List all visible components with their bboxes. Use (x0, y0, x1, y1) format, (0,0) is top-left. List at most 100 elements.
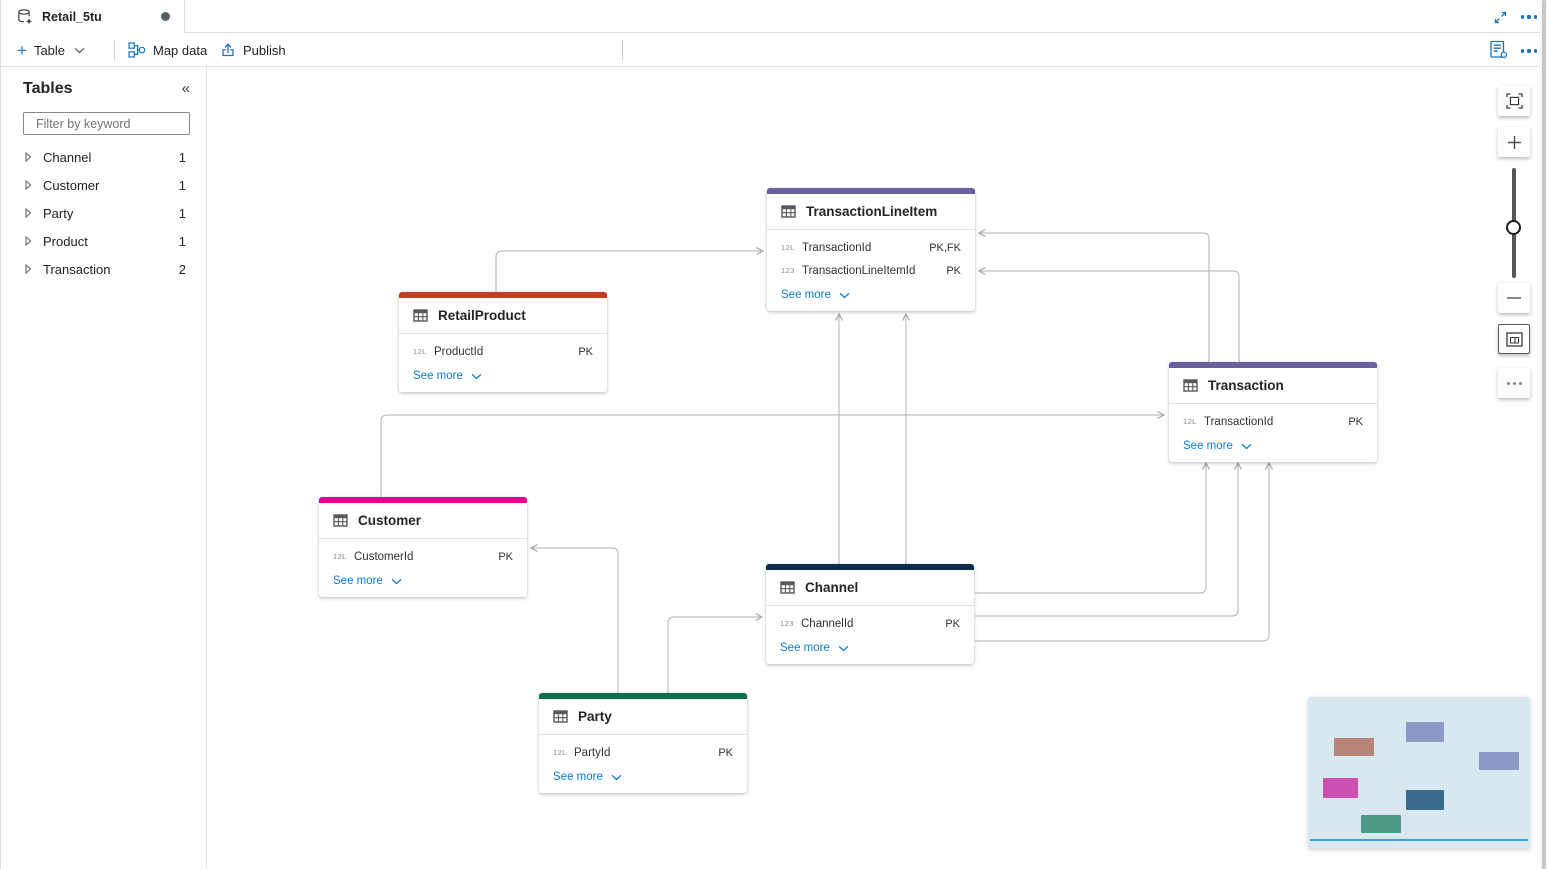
view-options-icon[interactable] (1487, 39, 1511, 61)
entity-party[interactable]: Party 12L PartyId PK See more (539, 693, 747, 793)
see-more-link[interactable]: See more (319, 568, 527, 594)
minimap[interactable] (1308, 697, 1530, 848)
table-grid-icon (553, 710, 568, 723)
sidebar-item-customer[interactable]: Customer 1 (1, 171, 206, 199)
key-badge: PK (945, 617, 960, 630)
sidebar-item-transaction[interactable]: Transaction 2 (1, 255, 206, 283)
entity-customer[interactable]: Customer 12L CustomerId PK See more (319, 497, 527, 597)
new-table-button[interactable]: + Table (17, 33, 85, 67)
collapse-double-chevron-icon[interactable]: « (181, 80, 190, 97)
tree-expand-chevron-icon[interactable] (25, 208, 39, 218)
entity-color-bar (1169, 362, 1377, 368)
bigint-type-icon: 12L (781, 243, 795, 252)
entity-title: Customer (358, 513, 422, 528)
tab-retail-5tu[interactable]: Retail_5tu (1, 0, 185, 33)
entity-title: Transaction (1208, 378, 1284, 393)
publish-label: Publish (243, 42, 286, 58)
bigint-type-icon: 12L (333, 552, 347, 561)
connector-transaction-transactionlineitem-2[interactable] (977, 266, 1240, 362)
tree-expand-chevron-icon[interactable] (25, 180, 39, 190)
vertical-scrollbar[interactable] (1540, 0, 1547, 869)
entity-color-bar (539, 693, 747, 699)
map-data-label: Map data (153, 42, 208, 58)
tree-item-label: Customer (43, 177, 100, 193)
see-more-label: See more (413, 370, 463, 382)
minimap-toggle-button[interactable] (1498, 324, 1530, 354)
entity-color-bar (767, 188, 975, 194)
see-more-link[interactable]: See more (539, 764, 747, 790)
filter-input[interactable] (36, 116, 197, 131)
entity-retailproduct[interactable]: RetailProduct 12L ProductId PK See more (399, 292, 607, 392)
connector-party-customer[interactable] (529, 543, 619, 693)
connector-retailproduct-transactionlineitem[interactable] (495, 246, 765, 292)
tree-item-count: 1 (178, 233, 186, 249)
field-name: TransactionId (802, 241, 872, 254)
field-name: CustomerId (354, 550, 414, 563)
zoom-out-button[interactable] (1498, 283, 1530, 313)
field-row[interactable]: 12L PartyId PK (539, 741, 747, 764)
field-row[interactable]: 12L TransactionId PK,FK (767, 236, 975, 259)
tree-expand-chevron-icon[interactable] (25, 264, 39, 274)
connector-party-channel[interactable] (667, 612, 764, 693)
connector-channel-transaction-3[interactable] (975, 461, 1274, 642)
entity-transactionlineitem[interactable]: TransactionLineItem 12L TransactionId PK… (767, 188, 975, 311)
sidebar-item-party[interactable]: Party 1 (1, 199, 206, 227)
connector-channel-transaction-1[interactable] (975, 461, 1211, 594)
fit-to-screen-icon (1505, 93, 1523, 109)
field-row[interactable]: 123 TransactionLineItemId PK (767, 259, 975, 282)
field-row[interactable]: 12L ProductId PK (399, 340, 607, 363)
see-more-link[interactable]: See more (767, 282, 975, 308)
field-row[interactable]: 12L TransactionId PK (1169, 410, 1377, 433)
tree-expand-chevron-icon[interactable] (25, 236, 39, 246)
table-grid-icon (413, 309, 428, 322)
entity-title: RetailProduct (438, 308, 526, 323)
minimap-block-channel (1406, 790, 1444, 810)
scrollbar-thumb[interactable] (1542, 0, 1546, 869)
entity-title: Channel (805, 580, 859, 595)
field-row[interactable]: 12L CustomerId PK (319, 545, 527, 568)
map-data-button[interactable]: Map data (128, 33, 207, 67)
entity-color-bar (766, 564, 974, 570)
new-table-label: Table (33, 42, 66, 58)
tab-bar-rest (185, 0, 1547, 33)
sidebar-item-product[interactable]: Product 1 (1, 227, 206, 255)
minimap-block-transactionlineitem (1406, 722, 1444, 742)
minimap-block-customer (1323, 778, 1358, 798)
minimap-toggle-icon (1505, 331, 1523, 347)
see-more-label: See more (1183, 440, 1233, 452)
entity-transaction[interactable]: Transaction 12L TransactionId PK See mor… (1169, 362, 1377, 462)
sidebar-title: Tables (23, 79, 73, 97)
minimap-block-transaction (1479, 752, 1519, 770)
filter-box[interactable] (23, 112, 197, 135)
chevron-down-icon (471, 373, 482, 379)
fit-to-screen-button[interactable] (1498, 86, 1530, 116)
tree-item-label: Product (43, 233, 88, 249)
connector-channel-transaction-2[interactable] (975, 461, 1243, 617)
connector-transaction-transactionlineitem-1[interactable] (977, 228, 1210, 362)
key-badge: PK (718, 746, 733, 759)
tree-expand-chevron-icon[interactable] (25, 152, 39, 162)
zoom-in-button[interactable] (1498, 127, 1530, 157)
canvas-more-button[interactable] (1498, 368, 1530, 398)
toolbar-more-ellipsis-icon[interactable] (1517, 43, 1541, 59)
connector-customer-transaction[interactable] (380, 410, 1166, 497)
field-row[interactable]: 123 ChannelId PK (766, 612, 974, 635)
toolbar-divider (114, 40, 115, 60)
see-more-link[interactable]: See more (1169, 433, 1377, 459)
publish-icon (222, 42, 234, 56)
tab-more-ellipsis-icon[interactable] (1517, 8, 1541, 26)
expand-diagonal-icon[interactable] (1489, 6, 1511, 28)
zoom-slider-thumb[interactable] (1506, 220, 1521, 235)
publish-button[interactable]: Publish (220, 33, 286, 67)
chevron-down-icon (391, 578, 402, 584)
chevron-down-icon (839, 292, 850, 298)
see-more-link[interactable]: See more (399, 363, 607, 389)
map-data-icon (128, 42, 146, 58)
see-more-link[interactable]: See more (766, 635, 974, 661)
tree-item-count: 2 (178, 261, 186, 277)
tree-item-label: Channel (43, 149, 92, 165)
sidebar-item-channel[interactable]: Channel 1 (1, 143, 206, 171)
toolbar: + Table Map data Publish (1, 33, 1547, 67)
entity-channel[interactable]: Channel 123 ChannelId PK See more (766, 564, 974, 664)
